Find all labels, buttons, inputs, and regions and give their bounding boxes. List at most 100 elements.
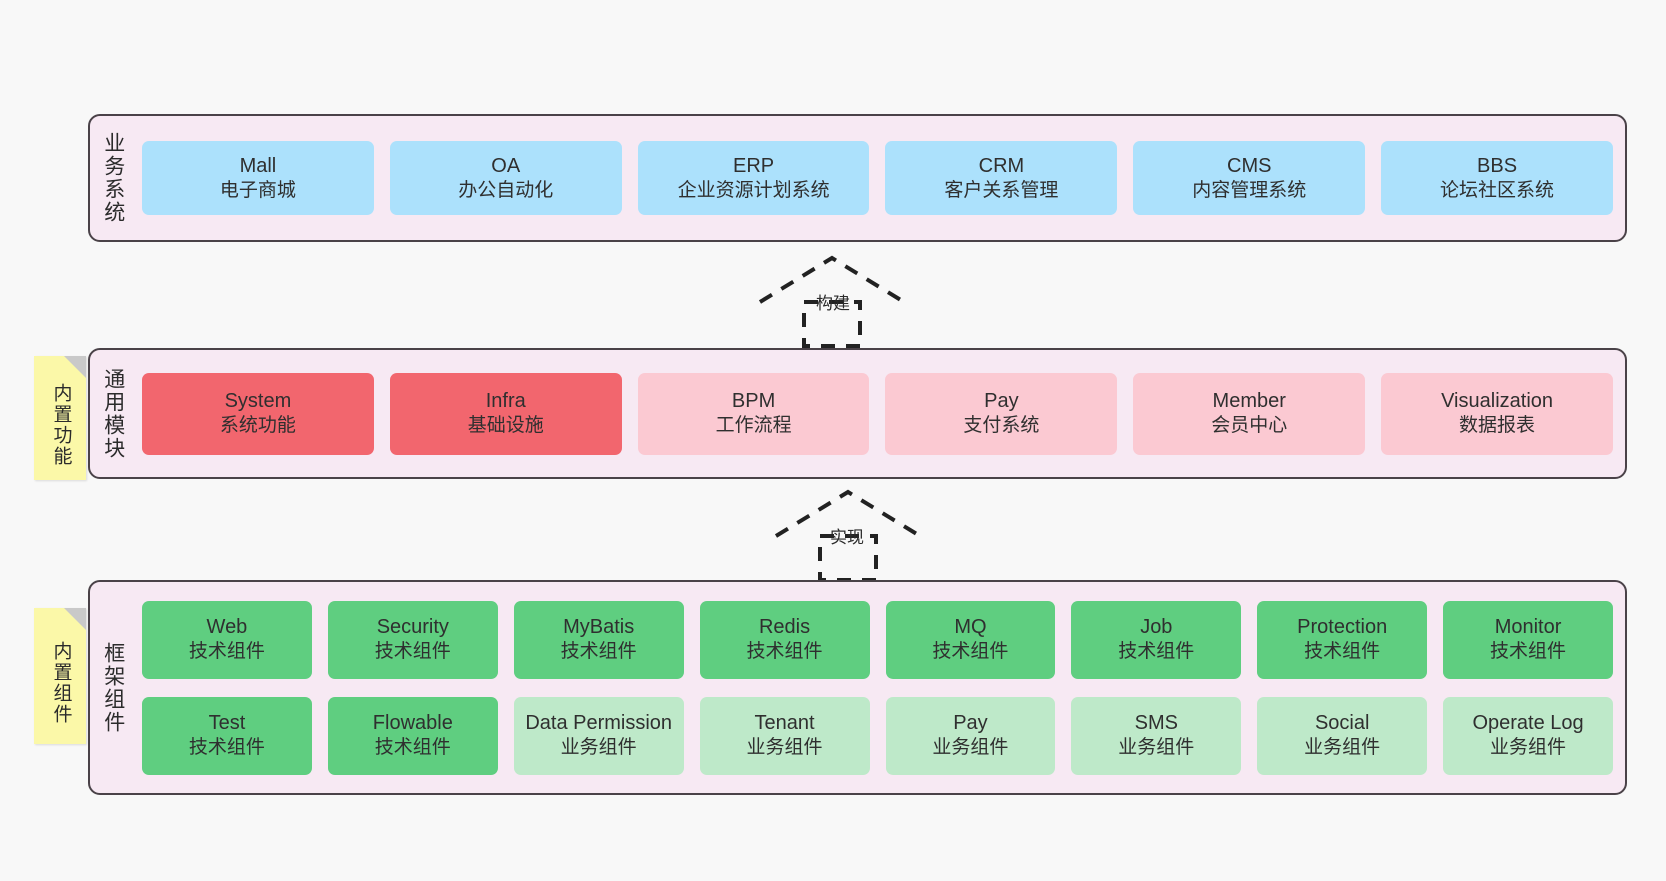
card-test[interactable]: Test 技术组件	[142, 696, 312, 775]
card-member[interactable]: Member 会员中心	[1133, 372, 1366, 455]
card-row: System 系统功能 Infra 基础设施 BPM 工作流程 Pay 支付系统…	[142, 372, 1613, 455]
card-subtitle: 业务组件	[1118, 737, 1195, 759]
card-title: Protection	[1297, 616, 1388, 639]
connector-implement: 实现	[768, 486, 928, 582]
card-subtitle: 业务组件	[932, 737, 1009, 759]
connector-implement-glyph	[774, 489, 922, 582]
card-visualization[interactable]: Visualization 数据报表	[1381, 372, 1613, 455]
sticky-fold-corner-icon	[64, 356, 86, 378]
card-title: CRM	[978, 154, 1025, 177]
card-row: Web 技术组件 Security 技术组件 MyBatis 技术组件 Redi…	[142, 600, 1613, 679]
card-subtitle: 技术组件	[374, 737, 451, 759]
card-subtitle: 技术组件	[746, 641, 823, 663]
connector-build-label: 构建	[816, 294, 850, 313]
card-flowable[interactable]: Flowable 技术组件	[327, 696, 498, 775]
card-security[interactable]: Security 技术组件	[327, 600, 498, 679]
card-system[interactable]: System 系统功能	[142, 372, 374, 455]
card-oa[interactable]: OA 办公自动化	[389, 141, 622, 215]
card-subtitle: 系统功能	[219, 415, 296, 437]
card-operate-log[interactable]: Operate Log 业务组件	[1443, 696, 1613, 775]
card-redis[interactable]: Redis 技术组件	[699, 600, 870, 679]
card-title: Web	[206, 616, 248, 639]
layer-body-business: Mall 电子商城 OA 办公自动化 ERP 企业资源计划系统 CRM 客户关系…	[136, 116, 1625, 240]
card-subtitle: 技术组件	[932, 641, 1009, 663]
card-title: System	[224, 390, 292, 413]
card-title: Security	[376, 616, 449, 639]
card-data-permission[interactable]: Data Permission 业务组件	[513, 696, 684, 775]
layer-body-framework: Web 技术组件 Security 技术组件 MyBatis 技术组件 Redi…	[136, 582, 1625, 793]
sticky-note-builtin-components: 内置组件	[34, 608, 86, 744]
card-pay-component[interactable]: Pay 业务组件	[885, 696, 1056, 775]
card-mq[interactable]: MQ 技术组件	[885, 600, 1056, 679]
card-subtitle: 基础设施	[467, 415, 544, 437]
card-title: ERP	[733, 154, 775, 177]
card-crm[interactable]: CRM 客户关系管理	[885, 141, 1118, 215]
layer-body-modules: System 系统功能 Infra 基础设施 BPM 工作流程 Pay 支付系统…	[136, 350, 1625, 477]
card-row: Test 技术组件 Flowable 技术组件 Data Permission …	[142, 696, 1613, 775]
card-sms[interactable]: SMS 业务组件	[1071, 696, 1242, 775]
card-title: Monitor	[1494, 616, 1562, 639]
connector-build: 构建	[752, 252, 912, 348]
card-cms[interactable]: CMS 内容管理系统	[1133, 141, 1366, 215]
card-title: Redis	[758, 616, 811, 639]
card-subtitle: 技术组件	[374, 641, 451, 663]
card-web[interactable]: Web 技术组件	[142, 600, 312, 679]
card-title: CMS	[1227, 154, 1272, 177]
card-erp[interactable]: ERP 企业资源计划系统	[637, 141, 870, 215]
card-monitor[interactable]: Monitor 技术组件	[1443, 600, 1613, 679]
card-title: Test	[208, 712, 246, 735]
card-subtitle: 业务组件	[1304, 737, 1381, 759]
card-title: Visualization	[1441, 390, 1554, 413]
card-subtitle: 支付系统	[963, 415, 1040, 437]
card-title: Mall	[239, 154, 277, 177]
card-title: Social	[1314, 712, 1370, 735]
card-title: Job	[1140, 616, 1173, 639]
card-subtitle: 工作流程	[715, 415, 792, 437]
connector-build-glyph	[758, 255, 906, 348]
card-row: Mall 电子商城 OA 办公自动化 ERP 企业资源计划系统 CRM 客户关系…	[142, 141, 1613, 215]
layer-title-modules: 通用模块	[101, 367, 125, 460]
card-title: MyBatis	[563, 616, 635, 639]
card-bbs[interactable]: BBS 论坛社区系统	[1381, 141, 1613, 215]
card-subtitle: 技术组件	[188, 641, 265, 663]
card-title: Flowable	[372, 712, 453, 735]
layer-common-modules: 通用模块 System 系统功能 Infra 基础设施 BPM 工作流程 Pay…	[88, 348, 1627, 479]
connector-implement-label: 实现	[830, 528, 864, 547]
card-job[interactable]: Job 技术组件	[1071, 600, 1242, 679]
layer-title-business: 业务系统	[101, 132, 125, 224]
card-infra[interactable]: Infra 基础设施	[389, 372, 622, 455]
card-title: Member	[1212, 390, 1286, 413]
card-bpm[interactable]: BPM 工作流程	[637, 372, 870, 455]
sticky-note-label: 内置功能	[50, 383, 72, 467]
sticky-note-builtin-features: 内置功能	[34, 356, 86, 480]
card-subtitle: 办公自动化	[458, 179, 554, 201]
card-social[interactable]: Social 业务组件	[1257, 696, 1428, 775]
card-subtitle: 会员中心	[1211, 415, 1288, 437]
card-tenant[interactable]: Tenant 业务组件	[699, 696, 870, 775]
card-subtitle: 业务组件	[560, 737, 637, 759]
card-subtitle: 业务组件	[746, 737, 823, 759]
layer-business-system: 业务系统 Mall 电子商城 OA 办公自动化 ERP 企业资源计划系统 CRM…	[88, 114, 1627, 242]
card-subtitle: 业务组件	[1490, 737, 1567, 759]
card-protection[interactable]: Protection 技术组件	[1257, 600, 1428, 679]
sticky-fold-corner-icon	[64, 608, 86, 630]
card-subtitle: 技术组件	[560, 641, 637, 663]
sticky-note-label: 内置组件	[50, 641, 72, 725]
card-subtitle: 技术组件	[1118, 641, 1195, 663]
card-mybatis[interactable]: MyBatis 技术组件	[513, 600, 684, 679]
card-subtitle: 论坛社区系统	[1440, 179, 1555, 201]
card-subtitle: 客户关系管理	[944, 179, 1059, 201]
layer-title-framework: 框架组件	[101, 641, 125, 734]
card-title: Operate Log	[1472, 712, 1584, 735]
card-title: Pay	[953, 712, 988, 735]
card-title: Infra	[485, 390, 526, 413]
card-title: BBS	[1477, 154, 1518, 177]
card-title: MQ	[954, 616, 987, 639]
card-title: BPM	[731, 390, 776, 413]
card-subtitle: 内容管理系统	[1192, 179, 1307, 201]
card-title: Pay	[984, 390, 1019, 413]
card-subtitle: 技术组件	[1490, 641, 1567, 663]
card-pay-module[interactable]: Pay 支付系统	[885, 372, 1118, 455]
card-mall[interactable]: Mall 电子商城	[142, 141, 374, 215]
